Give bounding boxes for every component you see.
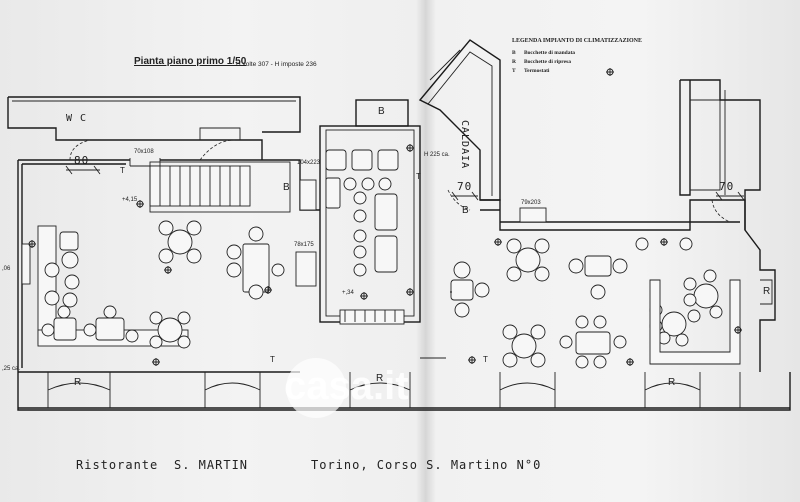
legend-code: R — [512, 59, 516, 65]
level-06: ,06 — [2, 266, 11, 272]
restaurant-label: Ristorante — [76, 458, 159, 472]
thermostat-t-label: T — [270, 355, 275, 364]
legend-item: B Bocchette di mandata — [512, 50, 575, 56]
plan-title: Pianta piano primo 1/50 — [134, 56, 247, 67]
door-size-70x108: 70x108 — [134, 149, 154, 155]
legend-label: Termostati — [524, 68, 550, 74]
window-size-104x223: 104x223 — [297, 160, 321, 166]
legend-label: Bocchette di mandata — [524, 50, 576, 56]
thermostat-t-label: T — [483, 355, 488, 364]
thermostat-t-label: T — [120, 166, 125, 175]
tables-left-room — [41, 220, 285, 349]
bottom-facade — [17, 372, 791, 411]
windows — [47, 372, 741, 408]
bar-room-furniture — [295, 149, 399, 287]
vent-r-label: R — [763, 286, 771, 297]
bar-counter — [339, 309, 405, 325]
vent-b-label: B — [378, 106, 385, 117]
watermark: casa.it — [284, 364, 409, 408]
restaurant-address: Torino, Corso S. Martino N°0 — [311, 458, 542, 472]
thermostat-t-label: T — [416, 172, 421, 181]
level-415: +4,15 — [122, 197, 138, 203]
wc-label: W C — [66, 113, 88, 124]
dimension-70-left: 70 — [457, 180, 473, 193]
caldaia-label: CALDAIA — [459, 120, 470, 170]
legend-code: T — [512, 68, 516, 74]
level-34: +,34 — [342, 290, 354, 296]
vent-b-label: B — [462, 205, 469, 216]
right-column — [679, 79, 761, 230]
vent-r-label: R — [376, 373, 384, 384]
level-25: ,25 ca. — [2, 366, 21, 372]
door-arc-wc — [69, 139, 91, 161]
height-225: H 225 ca. — [424, 152, 450, 158]
dimension-80: 80 — [74, 154, 90, 167]
legend-label: Bocchette di ripresa — [524, 59, 571, 65]
tables-right-wing — [450, 207, 741, 369]
window-size-78x175: 78x175 — [294, 242, 314, 248]
vent-r-label: R — [668, 377, 676, 388]
dimension-70-right: 70 — [719, 180, 735, 193]
watermark-logo — [286, 358, 346, 418]
wc-outer-wall — [7, 96, 301, 160]
thermostat-symbols — [28, 68, 742, 366]
legend-item: R Bocchette di ripresa — [512, 59, 571, 65]
legend-title: LEGENDA IMPIANTO DI CLIMATIZZAZIONE — [512, 38, 642, 44]
wc-partition — [199, 127, 241, 140]
vent-b-label: B — [283, 182, 290, 193]
plan-subtitle: H volte 307 - H imposte 236 — [236, 61, 317, 68]
restaurant-name: S. MARTIN — [174, 458, 249, 472]
legend-code: B — [512, 50, 516, 56]
legend-item: T Termostati — [512, 68, 549, 74]
vent-r-label: R — [74, 377, 82, 388]
door-size-79x203: 79x203 — [521, 200, 541, 206]
